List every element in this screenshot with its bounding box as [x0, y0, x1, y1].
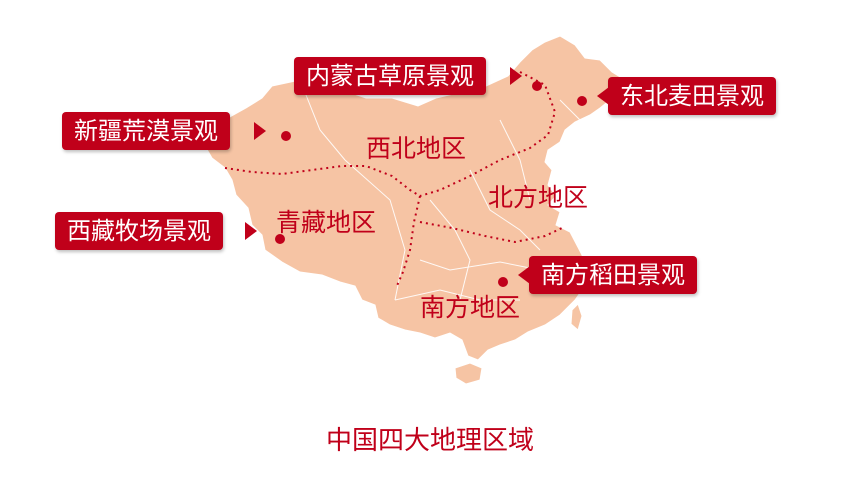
province-boundaries	[299, 79, 581, 301]
callout-pointer-northeast	[597, 87, 609, 105]
callout-south-rice: 南方稻田景观	[529, 256, 697, 294]
divider-northwest-qingzang	[224, 165, 421, 197]
callout-pointer-xinjiang	[254, 122, 266, 140]
marker-tibet	[275, 234, 285, 244]
region-label-northwest: 西北地区	[366, 134, 467, 163]
callout-tibet: 西藏牧场景观	[55, 212, 223, 250]
marker-northeast	[577, 96, 587, 106]
marker-xinjiang	[281, 131, 291, 141]
region-label-south: 南方地区	[420, 293, 521, 322]
taiwan-island	[570, 303, 583, 331]
callout-pointer-tibet	[245, 222, 257, 240]
callout-pointer-south-rice	[518, 266, 530, 284]
region-label-qingzang: 青藏地区	[276, 208, 377, 237]
divider-northwest-north	[419, 71, 557, 197]
divider-qingzang-east	[395, 195, 421, 289]
marker-inner-mongolia	[532, 81, 542, 91]
callout-xinjiang: 新疆荒漠景观	[62, 112, 230, 150]
region-label-north: 北方地区	[488, 183, 589, 212]
callout-northeast: 东北麦田景观	[608, 77, 776, 115]
region-dividers	[224, 71, 563, 289]
callout-inner-mongolia: 内蒙古草原景观	[294, 57, 486, 95]
marker-south-rice	[498, 277, 508, 287]
marker-dots	[275, 81, 587, 287]
hainan-island	[454, 362, 483, 385]
callout-pointer-inner-mongolia	[510, 67, 522, 85]
map-caption: 中国四大地理区域	[325, 426, 534, 456]
